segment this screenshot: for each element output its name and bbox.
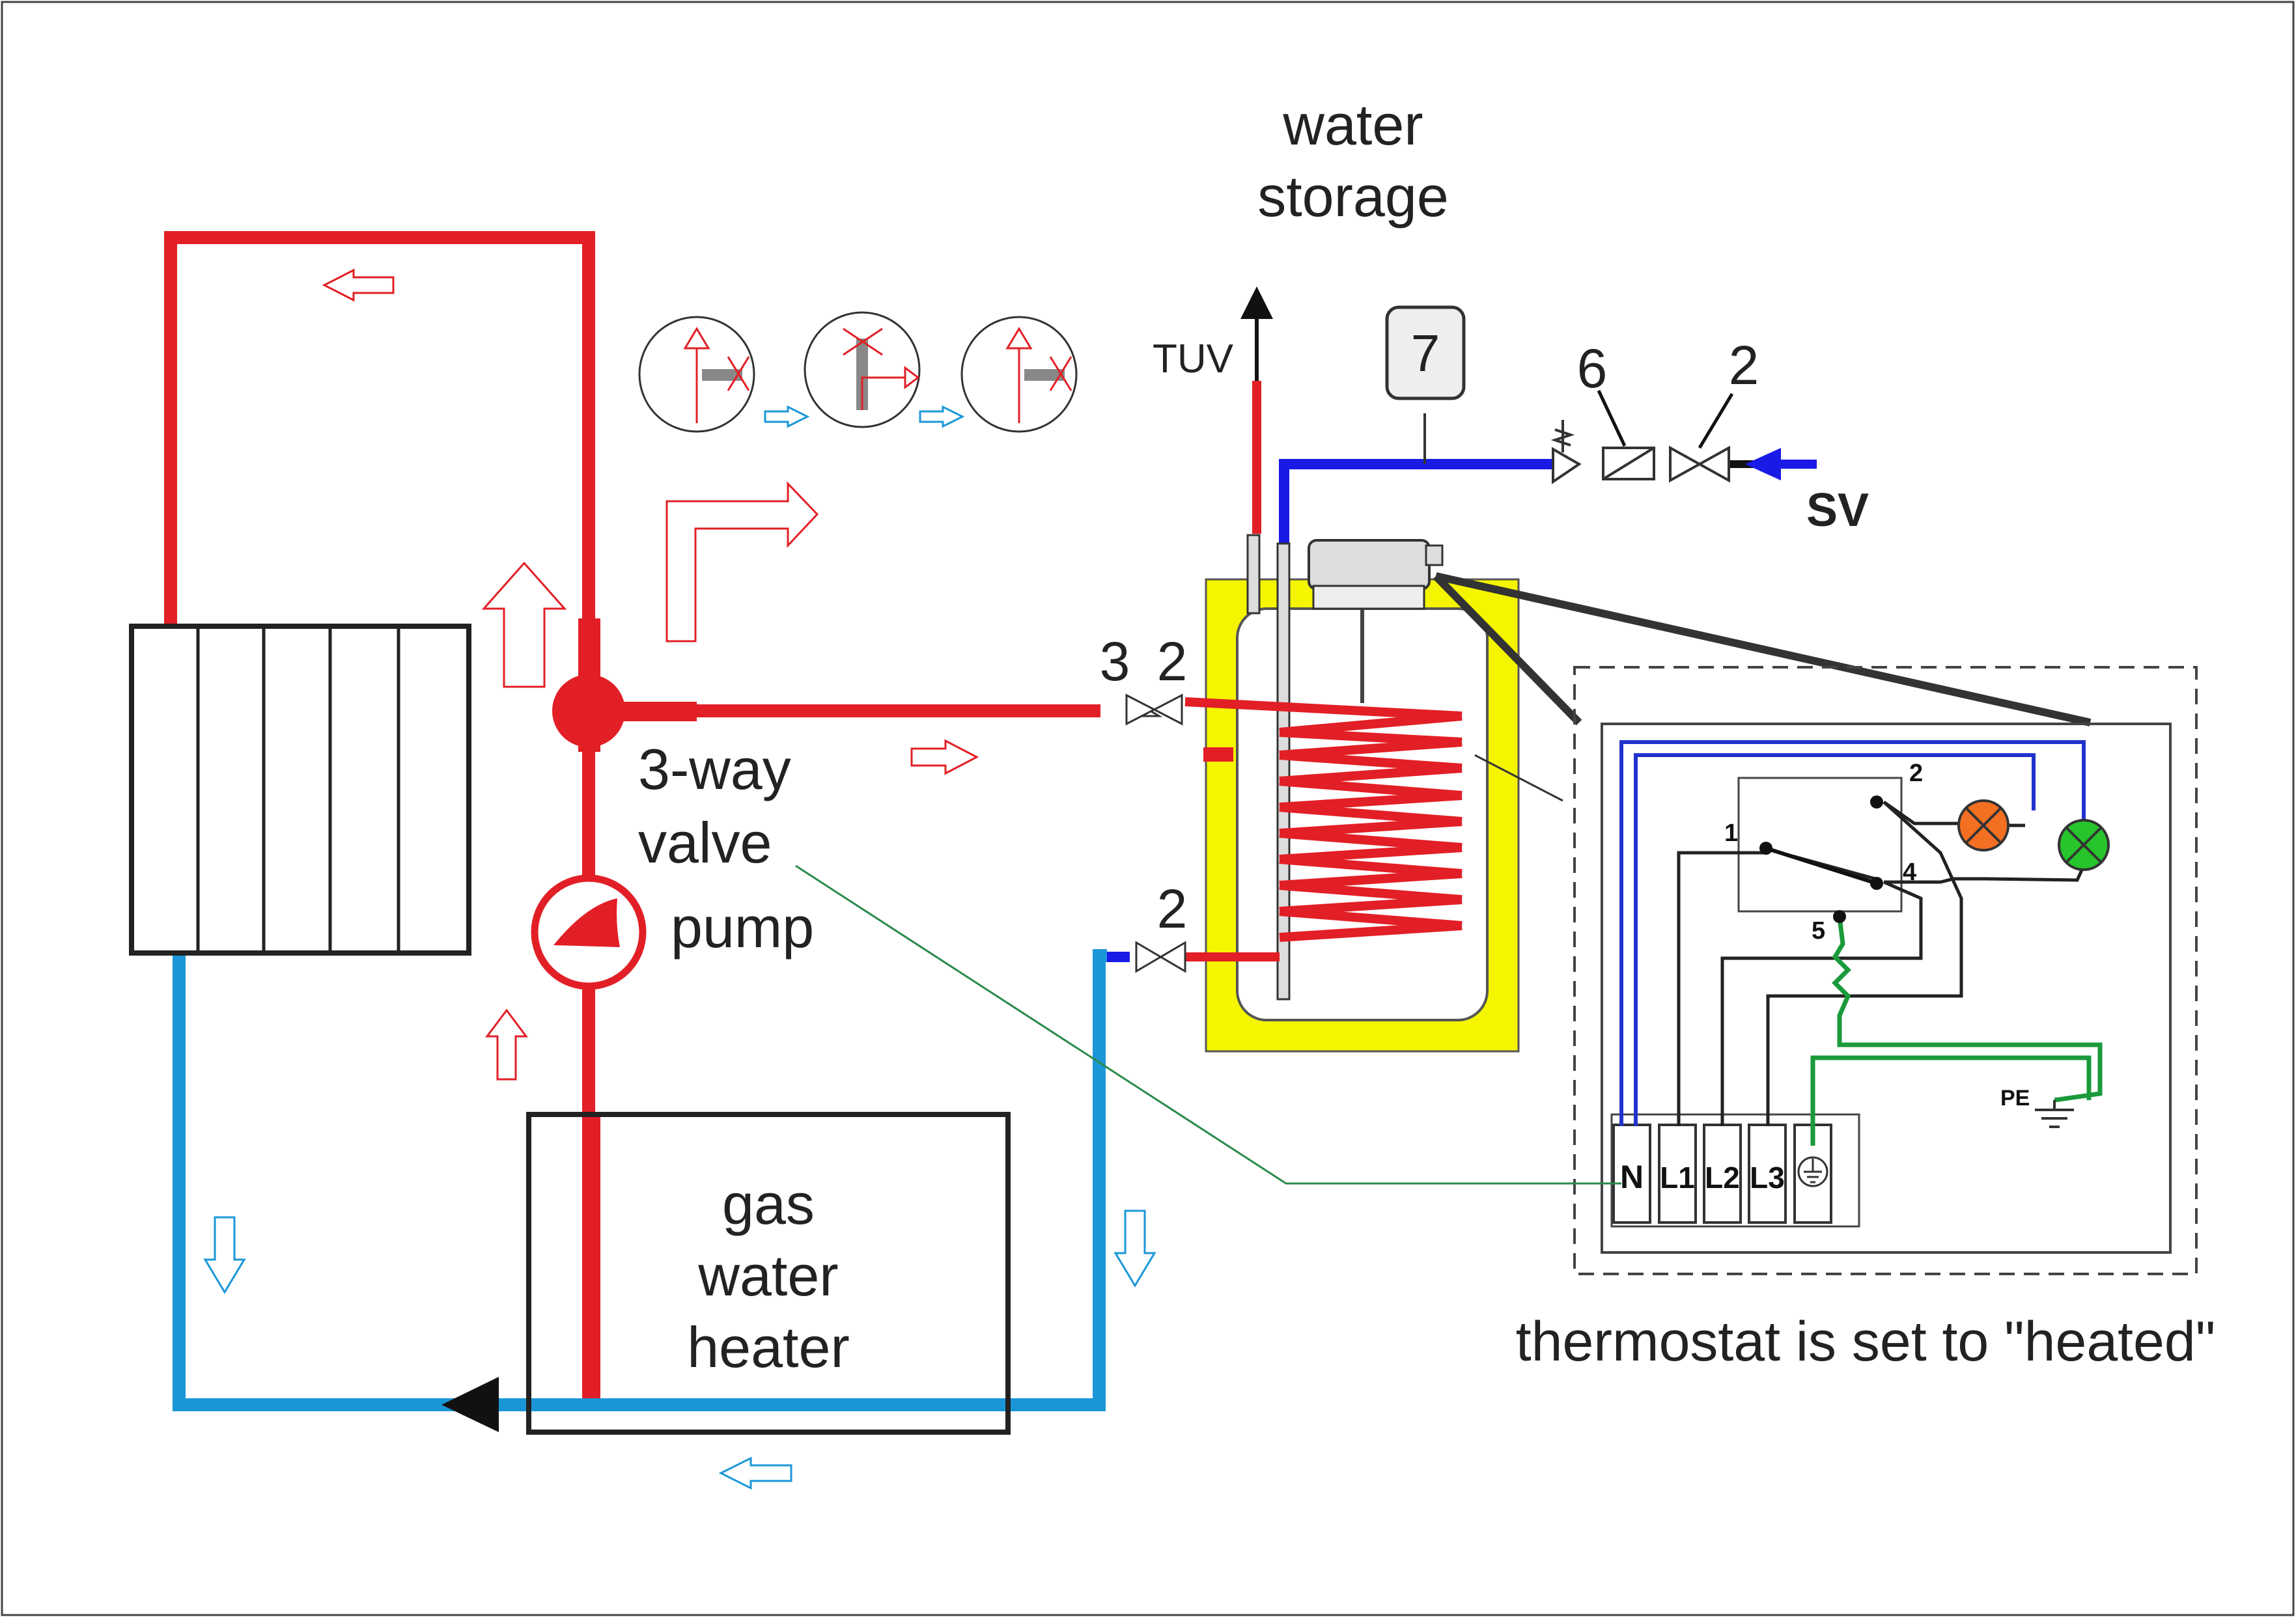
terminal-l1-label: L1 [1660,1161,1695,1195]
heater-label-1: gas [722,1172,815,1236]
return-loop-pipe [173,949,1107,1411]
pe-label: PE [2000,1086,2030,1111]
flow-arrow-icon [481,561,567,688]
indicator-lamp-icon [1957,799,2009,851]
leader-2 [1698,393,1734,449]
coil-top-fitting-number: 3 [1100,631,1130,692]
coil-bottom-valve-number: 2 [1157,878,1188,939]
ground-terminal-icon [1797,1156,1828,1187]
sv-flow-arrow-icon [1745,448,1781,480]
indicator-lamp-icon [2058,819,2110,871]
water-storage-label: water [1282,92,1423,157]
terminal-n-label: N [1620,1159,1644,1195]
three-way-valve-label: 3-way [638,737,791,801]
tuv-label: TUV [1153,337,1234,381]
tuv-arrow-icon [1240,286,1273,319]
thermostat-probe-line [1474,754,1563,802]
thermostat-cable-1 [1435,572,2092,726]
flow-arrow-icon [665,481,819,643]
radiator [129,624,471,956]
ball-valve-icon [1135,941,1186,973]
earth-wire [1810,916,2103,1146]
leader-6 [1597,389,1627,447]
valve-position-icon [638,316,755,433]
check-valve-icon [1669,445,1730,483]
safety-valve-icon [1550,420,1655,484]
thermostat-box [1573,666,2198,1275]
pump-label: pump [671,895,814,960]
switch-terminal-1: 1 [1724,820,1738,847]
terminal-l3-label: L3 [1750,1161,1785,1195]
safety-valve-number: 6 [1577,338,1608,399]
flow-arrow-icon [910,739,979,775]
flow-arrow-icon [322,268,395,302]
neutral-wires [1619,740,2086,1126]
flow-arrow-icon [485,1008,528,1081]
cold-supply-pipe [1279,459,1563,547]
coil-outlet-stub [1203,747,1233,762]
flow-arrow-icon [203,1216,246,1294]
heater-label-3: heater [687,1315,850,1379]
inlet-valve-number: 2 [1729,335,1759,396]
heating-coil [1184,697,1463,961]
valve-position-icon [960,316,1078,433]
flow-arrow-icon [919,405,965,428]
terminal-l2-label: L2 [1705,1161,1740,1195]
sv-label: SV [1806,484,1869,536]
cold-pipes [173,949,1107,1411]
switch-terminal-4: 4 [1903,859,1916,886]
switch-terminal-2: 2 [1909,760,1923,787]
phase-wires [1677,800,2086,1126]
three-way-valve [552,618,625,752]
flow-arrow-icon [718,1456,792,1490]
switch-terminal-5: 5 [1812,917,1825,945]
pump-icon [531,874,647,990]
switch-contacts [1759,795,1883,923]
return-direction-arrow-icon [441,1377,499,1432]
thermostat-caption: thermostat is set to "heated" [1516,1310,2216,1373]
three-way-valve-label-2: valve [638,810,772,875]
flow-arrow-icon [764,405,810,428]
expansion-vessel [1385,305,1466,464]
thermostat-cable-2 [1433,573,1582,726]
water-storage-label-2: storage [1257,164,1449,228]
radiator-supply-pipe [164,231,595,625]
ground-icon [2035,1100,2074,1128]
switch-lever [1765,846,1877,885]
expansion-vessel-number: 7 [1411,324,1440,382]
valve-to-terminal-leader [795,864,1621,1185]
coil-top-valve-number: 2 [1157,631,1188,692]
heater-label-2: water [697,1243,838,1308]
gas-water-heater [526,1112,1011,1435]
valve-position-icon [804,311,921,428]
flow-arrow-icon [1113,1209,1156,1288]
ball-valve-icon [1125,693,1183,726]
